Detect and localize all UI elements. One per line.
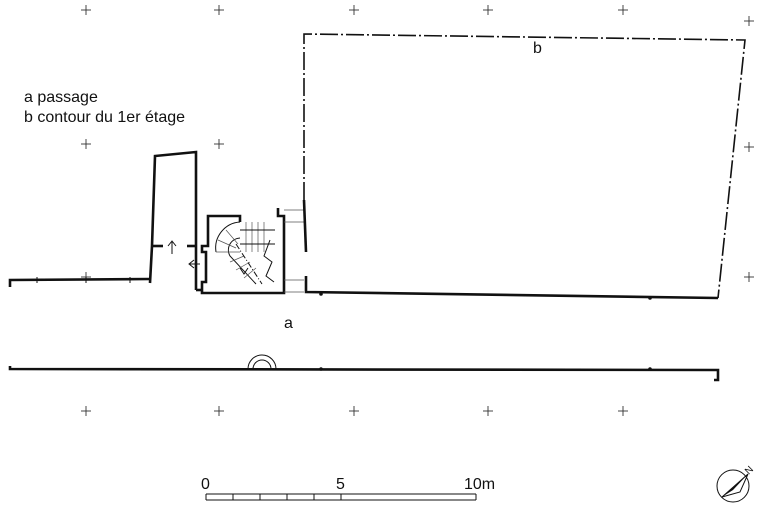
grid-cross <box>81 406 91 416</box>
legend-item-a: a passage <box>24 89 98 106</box>
label-b: b <box>533 40 542 57</box>
legend-item-b: b contour du 1er étage <box>24 109 185 126</box>
side-door-arrow-icon <box>188 259 200 269</box>
grid-cross <box>744 142 754 152</box>
scale-bar: 0 5 10m <box>201 476 495 501</box>
label-a: a <box>284 315 293 332</box>
narrow-building <box>148 150 198 290</box>
scale-label-5: 5 <box>336 476 345 493</box>
grid-cross <box>214 5 224 15</box>
legend: a passage b contour du 1er étage <box>24 89 185 126</box>
grid-cross <box>349 406 359 416</box>
stair-tower <box>188 208 286 295</box>
grid-crosses <box>81 5 754 416</box>
main-building-wall <box>302 199 719 300</box>
grid-cross <box>214 406 224 416</box>
grid-cross <box>744 272 754 282</box>
grid-cross <box>483 5 493 15</box>
grid-cross <box>744 16 754 26</box>
grid-cross <box>81 5 91 15</box>
stair-arrow-icon <box>239 267 249 275</box>
scale-label-0: 0 <box>201 476 210 493</box>
north-arrow-icon: N <box>716 464 756 503</box>
grid-cross <box>349 5 359 15</box>
entry-arrow-icon <box>167 240 177 254</box>
grid-cross <box>618 5 628 15</box>
grid-cross <box>618 406 628 416</box>
grid-cross <box>214 139 224 149</box>
grid-cross <box>81 139 91 149</box>
lower-wall <box>8 354 720 382</box>
left-wall <box>8 277 151 287</box>
well-symbol <box>247 354 277 370</box>
first-floor-outline <box>303 33 746 299</box>
passage-outline <box>284 209 304 293</box>
grid-cross <box>483 406 493 416</box>
scale-label-10: 10m <box>464 476 495 493</box>
